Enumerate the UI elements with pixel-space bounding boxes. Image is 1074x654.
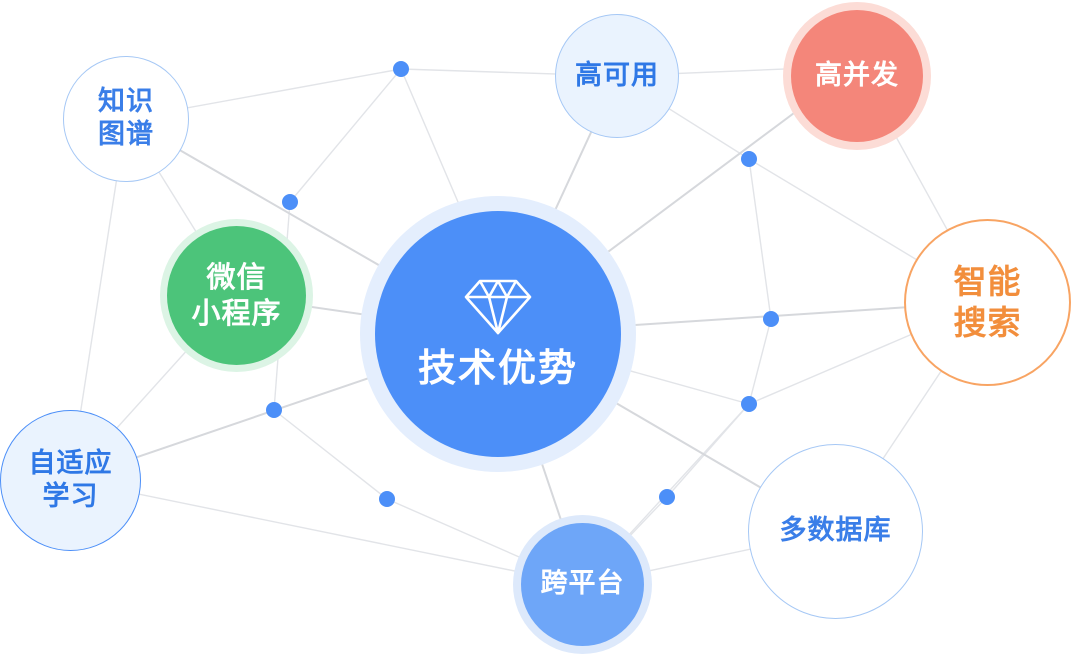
node-multi-database-label: 多数据库 [779,515,892,547]
junction-dot [763,311,779,327]
node-adaptive-learning: 自适应 学习 [0,410,141,551]
node-smart-search-line2: 搜索 [953,302,1022,342]
junction-dot [379,491,395,507]
node-adaptive-line1: 自适应 [28,447,113,479]
junction-dot [659,489,675,505]
node-high-concurrency: 高并发 [791,10,923,142]
node-high-concurrency-label: 高并发 [815,59,899,91]
node-high-availability: 高可用 [555,14,679,138]
node-high-availability-label: 高可用 [575,59,659,91]
node-knowledge-graph-line1: 知识 [98,86,154,118]
node-miniapp-line2: 小程序 [191,295,282,330]
node-smart-search: 智能 搜索 [904,219,1071,386]
hub-label: 技术优势 [417,344,578,390]
junction-dot [266,402,282,418]
junction-dot [741,151,757,167]
junction-dot [282,194,298,210]
diamond-icon [464,279,532,335]
node-cross-platform-label: 跨平台 [540,568,625,600]
center-hub-tech-advantage: 技术优势 [375,211,621,457]
node-adaptive-line2: 学习 [42,480,99,512]
node-smart-search-line1: 智能 [953,262,1022,302]
node-cross-platform: 跨平台 [521,523,644,646]
node-knowledge-graph: 知识 图谱 [63,56,189,182]
node-miniapp-line1: 微信 [206,260,267,295]
junction-dots [266,61,779,507]
node-multi-database: 多数据库 [748,444,923,619]
junction-dot [393,61,409,77]
node-wechat-miniapp: 微信 小程序 [167,226,306,365]
junction-dot [741,396,757,412]
node-knowledge-graph-line2: 图谱 [98,119,154,150]
